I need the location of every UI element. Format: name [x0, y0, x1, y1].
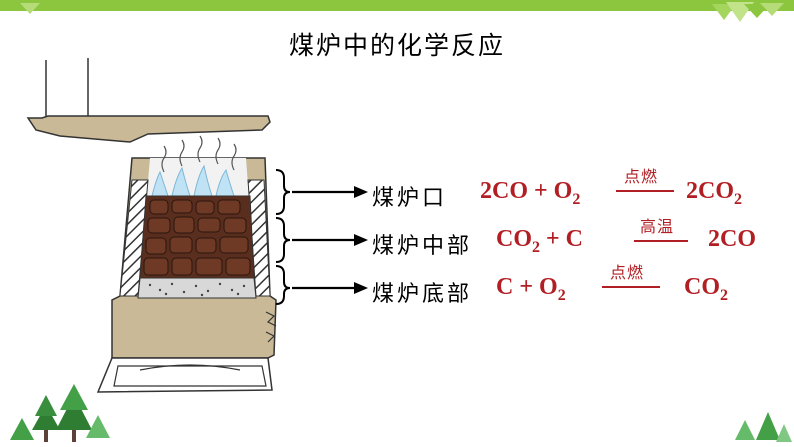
condition-row-3: 点燃 [610, 263, 645, 282]
coal-lumps [143, 199, 251, 276]
products-row-2: 2CO [708, 226, 756, 252]
leaf-decoration-top-right [20, 2, 784, 22]
top-green-bar [0, 0, 794, 11]
zone-braces [275, 169, 291, 305]
condition-line-row-2 [634, 240, 688, 242]
tree-decoration-bottom-left [10, 384, 110, 442]
tree-decoration-bottom-right [735, 412, 792, 442]
products-row-1: 2CO2 [686, 178, 742, 208]
reactants-row-3: C + O2 [496, 274, 566, 304]
condition-line-row-1 [616, 190, 674, 192]
products-row-3: CO2 [684, 274, 728, 304]
condition-row-1: 点燃 [624, 167, 659, 186]
zone-label-stove-middle: 煤炉中部 [372, 234, 473, 259]
condition-row-2: 高温 [640, 217, 675, 236]
smoke-wisps [161, 135, 237, 173]
zone-arrows [292, 186, 368, 294]
chimney-pipes [45, 58, 89, 118]
flames [151, 164, 235, 197]
reactants-row-2: CO2 + C [496, 226, 584, 256]
condition-line-row-3 [602, 286, 660, 288]
page-title: 煤炉中的化学反应 [288, 31, 505, 60]
ash-specks [148, 282, 246, 297]
stove-top-plate [26, 115, 271, 143]
zone-label-stove-mouth: 煤炉口 [372, 186, 448, 211]
zone-label-stove-bottom: 煤炉底部 [372, 282, 473, 307]
reactants-row-1: 2CO + O2 [480, 178, 581, 208]
ash-layer [137, 277, 257, 299]
